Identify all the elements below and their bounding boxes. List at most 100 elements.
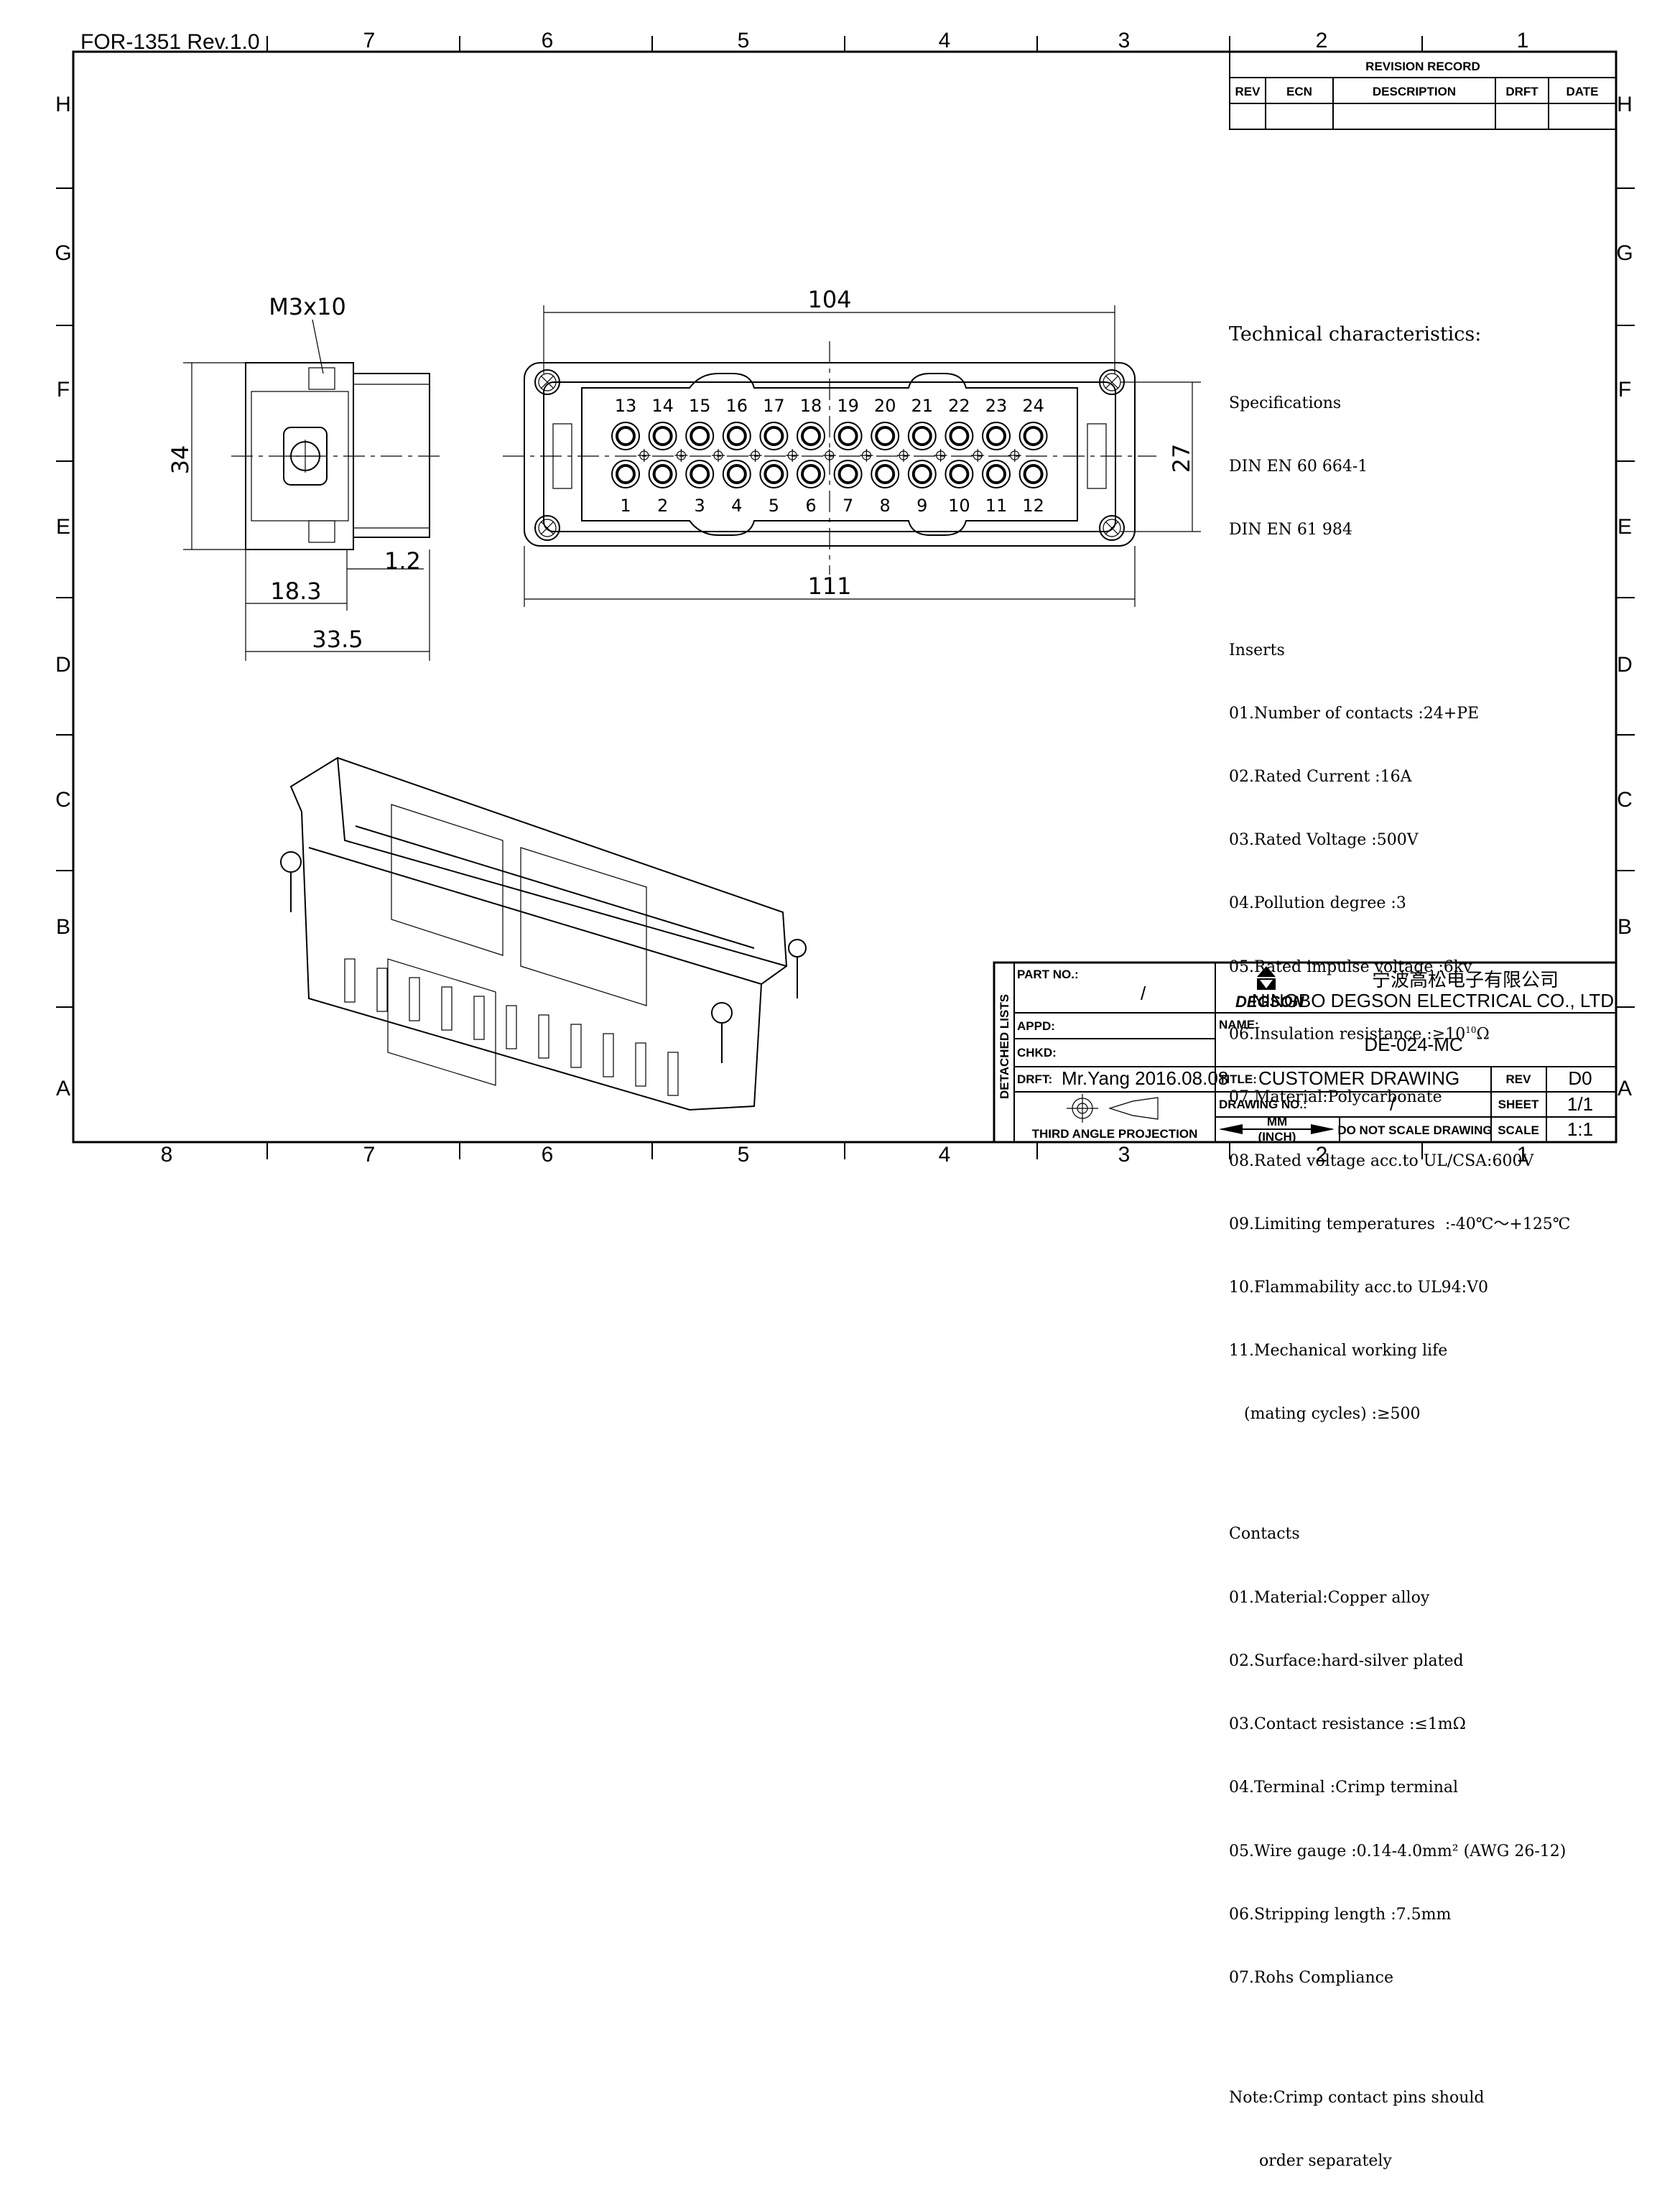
mounting-screw-icon	[534, 515, 560, 541]
pin-number: 21	[911, 396, 934, 416]
contact-pin	[722, 422, 751, 450]
sheet-value: 1/1	[1567, 1093, 1593, 1115]
crosshair-mark	[637, 449, 651, 462]
pin-number: 20	[874, 396, 896, 416]
zone-row-label: A	[1618, 1077, 1632, 1100]
zone-column-label: 1	[1517, 29, 1529, 52]
technical-characteristics: Technical characteristics: Specification…	[1229, 282, 1570, 2193]
pin-number: 10	[948, 496, 970, 516]
housing-fin	[506, 1005, 517, 1049]
spec-heading: Specifications	[1229, 394, 1342, 413]
zone-row-label: B	[1618, 915, 1632, 939]
zone-column-label: 3	[1118, 1143, 1131, 1167]
crosshair-mark	[934, 449, 947, 462]
zone-column-label: 4	[939, 1143, 951, 1167]
side-view: 34 18.3 33.5 1.2 M3x10	[167, 293, 445, 661]
insulation-exponent: 10	[1465, 1024, 1477, 1035]
insert-line: 01.Number of contacts :24+PE	[1229, 704, 1480, 723]
zone-row-label: G	[55, 241, 71, 265]
drawing-title: CUSTOMER DRAWING	[1258, 1067, 1459, 1089]
drft-value: Mr.Yang 2016.08.08	[1062, 1067, 1228, 1089]
insert-line: 07.Material:Polycarbonate	[1229, 1088, 1442, 1107]
zone-column-label: 6	[542, 1143, 554, 1167]
contact-line: 02.Surface:hard-silver plated	[1229, 1651, 1464, 1670]
pin-number: 5	[769, 496, 779, 516]
housing-fin	[344, 958, 356, 1003]
contact-pin	[833, 422, 863, 450]
contact-line: 06.Stripping length :7.5mm	[1229, 1905, 1452, 1924]
crosshair-mark	[897, 449, 910, 462]
third-angle-projection-icon	[1067, 1094, 1159, 1123]
pin-number: 19	[837, 396, 859, 416]
drft-header: DRFT	[1505, 85, 1539, 98]
contact-line: 07.Rohs Compliance	[1229, 1969, 1393, 1988]
crosshair-mark	[822, 449, 836, 462]
contact-pin	[907, 422, 937, 450]
zone-row-label: C	[1617, 788, 1633, 812]
tech-title: Technical characteristics:	[1229, 323, 1482, 346]
dim-offset: 1.2	[384, 547, 421, 575]
contact-pin	[759, 422, 789, 450]
ecn-header: ECN	[1286, 85, 1312, 98]
dim-depth-total: 33.5	[312, 626, 363, 653]
form-id: FOR-1351 Rev.1.0	[80, 30, 260, 54]
housing-fin	[570, 1024, 582, 1068]
zone-row-label: G	[1616, 241, 1633, 265]
crosshair-mark	[860, 449, 873, 462]
dim-overall-width: 111	[807, 572, 851, 600]
pin-number: 18	[800, 396, 822, 416]
zone-row-label: A	[56, 1077, 70, 1100]
insert-line: 10.Flammability acc.to UL94:V0	[1229, 1279, 1488, 1297]
crosshair-mark	[786, 449, 799, 462]
pin-number: 9	[916, 496, 927, 516]
part-name: DE-024-MC	[1364, 1034, 1462, 1055]
zone-ticks	[56, 36, 1635, 1159]
crosshair-mark	[748, 449, 762, 462]
units-inch: (INCH)	[1258, 1130, 1296, 1144]
part-no-label: PART NO.:	[1017, 968, 1079, 981]
pin-number: 24	[1022, 396, 1044, 416]
zone-column-label: 5	[738, 29, 750, 52]
contact-pin	[1018, 460, 1048, 488]
date-header: DATE	[1566, 85, 1598, 98]
insert-line: 03.Rated Voltage :500V	[1229, 831, 1419, 850]
dim-pitch-width: 104	[807, 286, 851, 313]
zone-row-label: H	[55, 93, 71, 116]
housing-fin	[376, 968, 388, 1012]
contact-pin	[648, 422, 677, 450]
contact-pin	[1018, 422, 1048, 450]
housing-fin	[473, 996, 485, 1040]
title-label: TITLE:	[1219, 1072, 1257, 1086]
rev-header: REV	[1235, 85, 1261, 98]
contact-pin	[945, 422, 974, 450]
zone-column-label: 8	[161, 1143, 173, 1167]
sheet-label: SHEET	[1498, 1098, 1539, 1111]
drawing-no-value: /	[1390, 1093, 1396, 1115]
pin-number: 8	[880, 496, 891, 516]
contact-pin	[982, 422, 1011, 450]
housing-fin	[603, 1033, 614, 1077]
company-name-cn: 宁波高松电子有限公司	[1372, 969, 1559, 991]
logo-text: DEGSON	[1235, 993, 1304, 1011]
insulation-unit: Ω	[1476, 1025, 1490, 1044]
dim-insert-height: 27	[1168, 444, 1195, 473]
contact-pin	[797, 422, 825, 450]
pin-number: 7	[843, 496, 853, 516]
chkd-label: CHKD:	[1017, 1046, 1057, 1060]
insert-line: 04.Pollution degree :3	[1229, 894, 1406, 913]
crosshair-mark	[674, 449, 688, 462]
contacts-heading: Contacts	[1229, 1525, 1300, 1544]
zone-column-label: 7	[363, 29, 376, 52]
scale-value: 1:1	[1567, 1118, 1593, 1140]
zone-row-label: E	[56, 515, 70, 539]
pin-number: 3	[695, 496, 705, 516]
contact-pin	[685, 422, 715, 450]
contact-pin	[611, 460, 640, 488]
title-block: DETACHED LISTS PART NO.: / APPD: CHKD: D…	[993, 961, 1618, 1144]
zone-column-label: 5	[738, 1143, 750, 1167]
mounting-screw-icon	[1099, 369, 1125, 395]
rev-value: D0	[1568, 1067, 1592, 1089]
units-arrow-icon	[1219, 1124, 1335, 1134]
housing-fin	[538, 1014, 549, 1059]
